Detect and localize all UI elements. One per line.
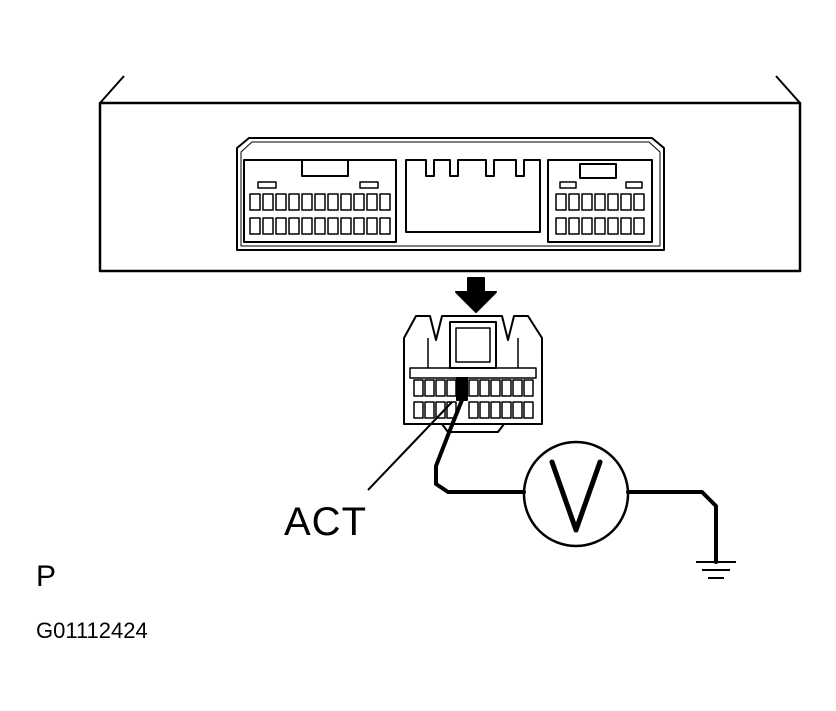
act-terminal-label: ACT <box>284 500 367 544</box>
probe-lead <box>434 398 526 494</box>
act-terminal <box>456 377 468 401</box>
ecu-connector <box>236 137 665 251</box>
harness-pins <box>413 379 534 419</box>
corner-mark: P <box>36 560 57 593</box>
act-leader-line <box>367 401 453 491</box>
figure-code: G01112424 <box>36 618 148 643</box>
ecu-housing <box>98 75 802 273</box>
voltmeter-icon <box>522 440 630 548</box>
harness-connector <box>403 315 543 433</box>
arrow-down-icon <box>455 277 497 313</box>
ecu-left-pins <box>249 193 391 235</box>
ecu-right-pins <box>555 193 645 235</box>
ground-lead <box>626 490 718 564</box>
ground-icon <box>696 561 736 579</box>
